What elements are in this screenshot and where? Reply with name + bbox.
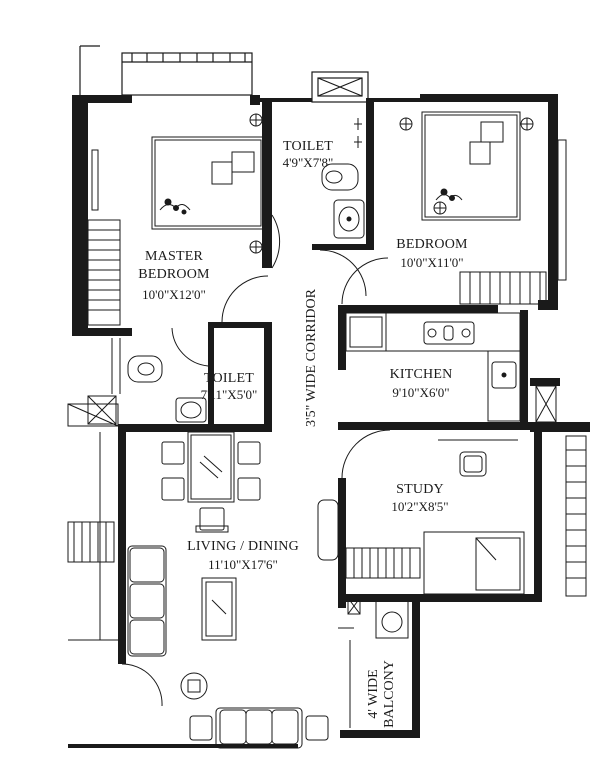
living-dining-dims: 11'10"X17'6" xyxy=(208,557,278,572)
bedroom-dims: 10'0"X11'0" xyxy=(400,255,464,270)
living-sofa-left xyxy=(127,545,237,657)
kitchen-dims: 9'10"X6'0" xyxy=(392,385,450,400)
balcony-label-line2: BALCONY xyxy=(382,660,397,728)
master-bedroom-name-line1: MASTER xyxy=(145,249,203,264)
corridor-label: 3'5" WIDE CORRIDOR xyxy=(304,289,319,427)
master-bedroom-name-line2: BEDROOM xyxy=(138,267,210,282)
study-dims: 10'2"X8'5" xyxy=(391,499,449,514)
living-sofa-bottom xyxy=(180,672,329,749)
master-bed xyxy=(151,113,265,254)
kitchen-counter xyxy=(345,312,557,423)
toilet-window-box xyxy=(311,71,369,103)
bedroom-name: BEDROOM xyxy=(396,237,468,252)
toilet-top-dims: 4'9"X7'8" xyxy=(282,155,334,170)
study-furniture xyxy=(317,429,525,595)
dining-table xyxy=(161,431,261,533)
toilet-bottom-fixtures xyxy=(87,338,207,425)
toilet-top-name: TOILET xyxy=(283,139,333,154)
living-dining-name: LIVING / DINING xyxy=(187,539,299,554)
balcony-label-line1: 4' WIDE xyxy=(366,669,381,719)
master-bedroom-dims: 10'0"X12'0" xyxy=(142,287,206,302)
master-window-box xyxy=(121,52,253,96)
balcony-label: 4' WIDE BALCONY xyxy=(366,652,398,736)
toilet-bottom-dims: 7'11"X5'0" xyxy=(200,387,258,402)
study-name: STUDY xyxy=(396,482,444,497)
toilet-bottom-name: TOILET xyxy=(204,371,254,386)
walls xyxy=(68,94,590,748)
toilet-top-fixtures xyxy=(319,118,367,297)
study-window xyxy=(565,435,587,597)
bedroom-bed xyxy=(399,111,534,221)
left-exterior xyxy=(67,403,120,641)
bedroom-wardrobe xyxy=(459,139,567,305)
balcony xyxy=(338,597,409,728)
master-wardrobe xyxy=(87,149,121,326)
kitchen-name: KITCHEN xyxy=(389,367,453,382)
